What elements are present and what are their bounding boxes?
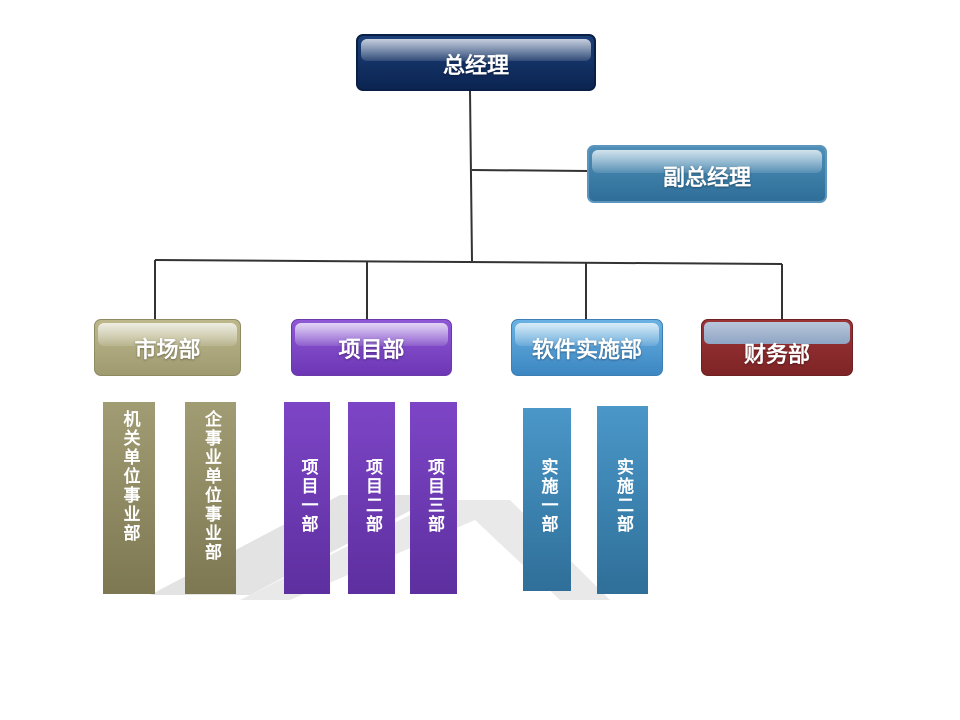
ceo-label: 总经理 [442, 53, 509, 79]
market-department-box: 市场部 [94, 319, 241, 376]
sub-dept-label: 项目二部 [362, 458, 382, 534]
sub-dept-label: 企事业单位事业部 [201, 410, 221, 562]
market-department-label: 市场部 [134, 337, 201, 363]
software-implementation-department-label: 软件实施部 [531, 337, 642, 363]
sub-dept-label: 项目一部 [297, 458, 318, 534]
vice-ceo-box: 副总经理 [587, 145, 827, 203]
ceo-box: 总经理 [356, 34, 596, 91]
sub-dept-project-1: 项目一部 [284, 402, 330, 594]
sub-dept-label: 实施一部 [537, 458, 558, 534]
sub-dept-enterprises: 企事业单位事业部 [185, 402, 236, 594]
sub-dept-government-agencies: 机关单位事业部 [103, 402, 155, 594]
sub-dept-project-3: 项目三部 [410, 402, 457, 594]
sub-dept-label: 实施二部 [613, 458, 633, 534]
vice-ceo-label: 副总经理 [662, 166, 751, 191]
sub-dept-implementation-1: 实施一部 [523, 408, 571, 591]
sub-dept-label: 项目三部 [424, 458, 444, 534]
sub-dept-implementation-2: 实施二部 [597, 406, 648, 594]
software-implementation-department-box: 软件实施部 [511, 319, 663, 376]
sub-dept-project-2: 项目二部 [348, 402, 395, 594]
project-department-box: 项目部 [291, 319, 452, 376]
sub-dept-label: 机关单位事业部 [119, 410, 140, 543]
finance-department-box: 财务部 [701, 319, 853, 376]
project-department-label: 项目部 [338, 337, 405, 363]
finance-department-label: 财务部 [743, 342, 810, 368]
